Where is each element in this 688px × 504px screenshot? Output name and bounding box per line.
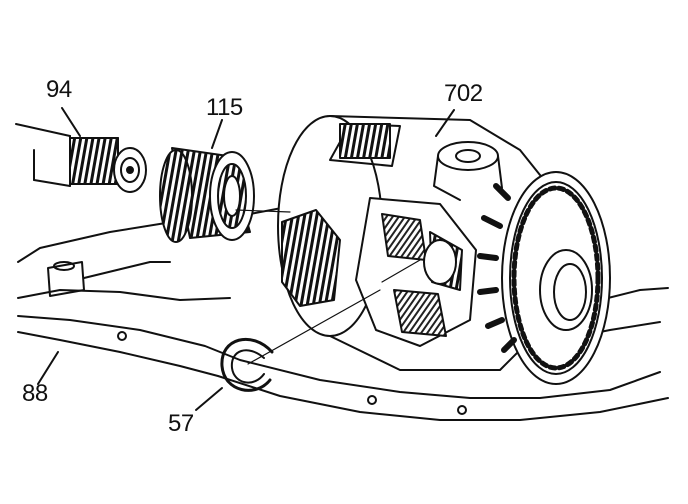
center-line xyxy=(235,209,421,365)
callout-88: 88 xyxy=(22,380,48,407)
spline-sleeve xyxy=(159,147,255,243)
leader-94 xyxy=(61,107,81,137)
callout-702: 702 xyxy=(444,80,483,107)
leader-88 xyxy=(37,351,59,385)
callout-94: 94 xyxy=(46,76,72,103)
leader-57 xyxy=(195,387,223,411)
callout-115: 115 xyxy=(206,94,243,121)
axle-shaft xyxy=(15,123,147,193)
differential-case xyxy=(277,115,611,385)
callout-57: 57 xyxy=(168,410,194,437)
leader-115 xyxy=(211,119,223,149)
transmission-case xyxy=(17,205,669,421)
snap-ring xyxy=(220,337,274,392)
leader-702 xyxy=(435,109,455,137)
